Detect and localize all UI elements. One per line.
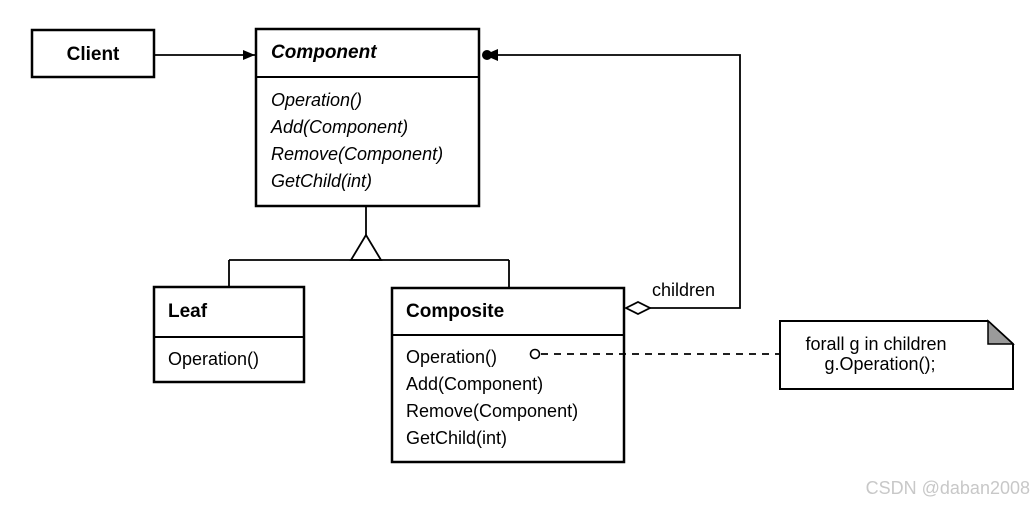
component-remove: Remove(Component) xyxy=(271,144,443,164)
component-operation: Operation() xyxy=(271,90,362,110)
client-class: Client xyxy=(30,28,156,79)
composite-operation: Operation() xyxy=(406,347,497,367)
leaf-class-name: Leaf xyxy=(168,301,208,322)
inheritance-connector xyxy=(228,206,510,288)
client-class-name: Client xyxy=(67,44,120,65)
note-dog-ear xyxy=(987,319,1015,345)
leaf-class: Leaf Operation() xyxy=(152,285,306,384)
many-multiplicity-dot xyxy=(482,50,492,60)
component-getchild: GetChild(int) xyxy=(271,171,372,191)
composite-remove: Remove(Component) xyxy=(406,401,578,421)
composite-getchild: GetChild(int) xyxy=(406,428,507,448)
note-line-2: g.Operation(); xyxy=(824,354,935,374)
component-class: Component Operation() Add(Component) Rem… xyxy=(254,27,481,208)
watermark: CSDN @daban2008 xyxy=(866,478,1030,498)
note-connector xyxy=(529,348,780,360)
component-class-name: Component xyxy=(271,42,377,63)
composite-class: Composite Operation() Add(Component) Rem… xyxy=(390,286,626,464)
composite-class-name: Composite xyxy=(406,301,504,322)
component-add: Add(Component) xyxy=(270,117,408,137)
composite-add: Add(Component) xyxy=(406,374,543,394)
leaf-operation: Operation() xyxy=(168,349,259,369)
implementation-note: forall g in children g.Operation(); xyxy=(779,319,1015,390)
note-line-1: forall g in children xyxy=(805,334,946,354)
children-role-label: children xyxy=(652,280,715,300)
children-aggregation: children xyxy=(482,49,741,316)
